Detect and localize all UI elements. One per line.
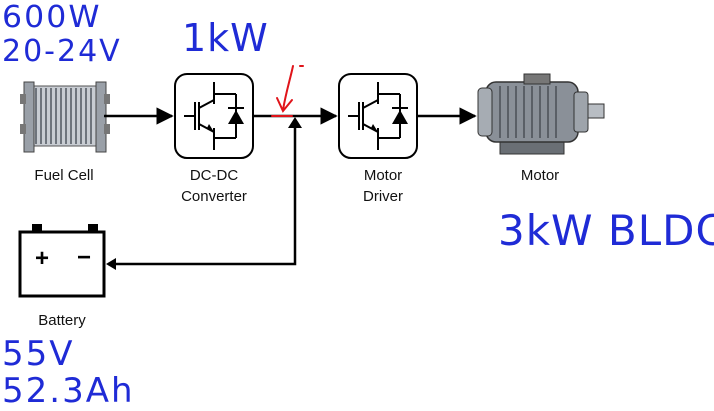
converter-label-line1: DC-DC [189,167,239,184]
red-annotation-mark [271,65,304,117]
battery-link-left-arrowhead [106,258,116,270]
battery-plus-symbol: + [35,245,49,272]
battery-minus-symbol: − [77,244,91,271]
fuel-cell-icon [20,81,110,153]
fuel-cell-label: Fuel Cell [14,165,114,186]
battery-link-up-arrowhead [288,117,302,128]
driver-label: Motor Driver [333,165,433,207]
motor-driver-icon [338,73,418,159]
motor-label-text: Motor [520,167,560,184]
dc-dc-converter-icon [174,73,254,159]
battery-icon [18,224,106,298]
motor-spec-note: 3kW BLDC [498,206,714,255]
fuel-cell-power-note: 600W [2,0,102,35]
battery-label: Battery [12,310,112,331]
converter-label: DC-DC Converter [164,165,264,207]
fuel-cell-label-text: Fuel Cell [34,167,94,184]
battery-link-line [108,124,297,266]
motor-icon [477,73,605,155]
driver-label-line1: Motor [363,167,403,184]
converter-label-line2: Converter [181,188,247,205]
fuel-cell-voltage-note: 20-24V [2,34,122,69]
converter-power-note: 1kW [182,16,269,60]
battery-capacity-note: 52.3Ah [2,371,135,411]
battery-label-text: Battery [38,312,86,329]
driver-label-line2: Driver [363,188,403,205]
motor-label: Motor [490,165,590,186]
battery-voltage-note: 55V [2,334,75,374]
